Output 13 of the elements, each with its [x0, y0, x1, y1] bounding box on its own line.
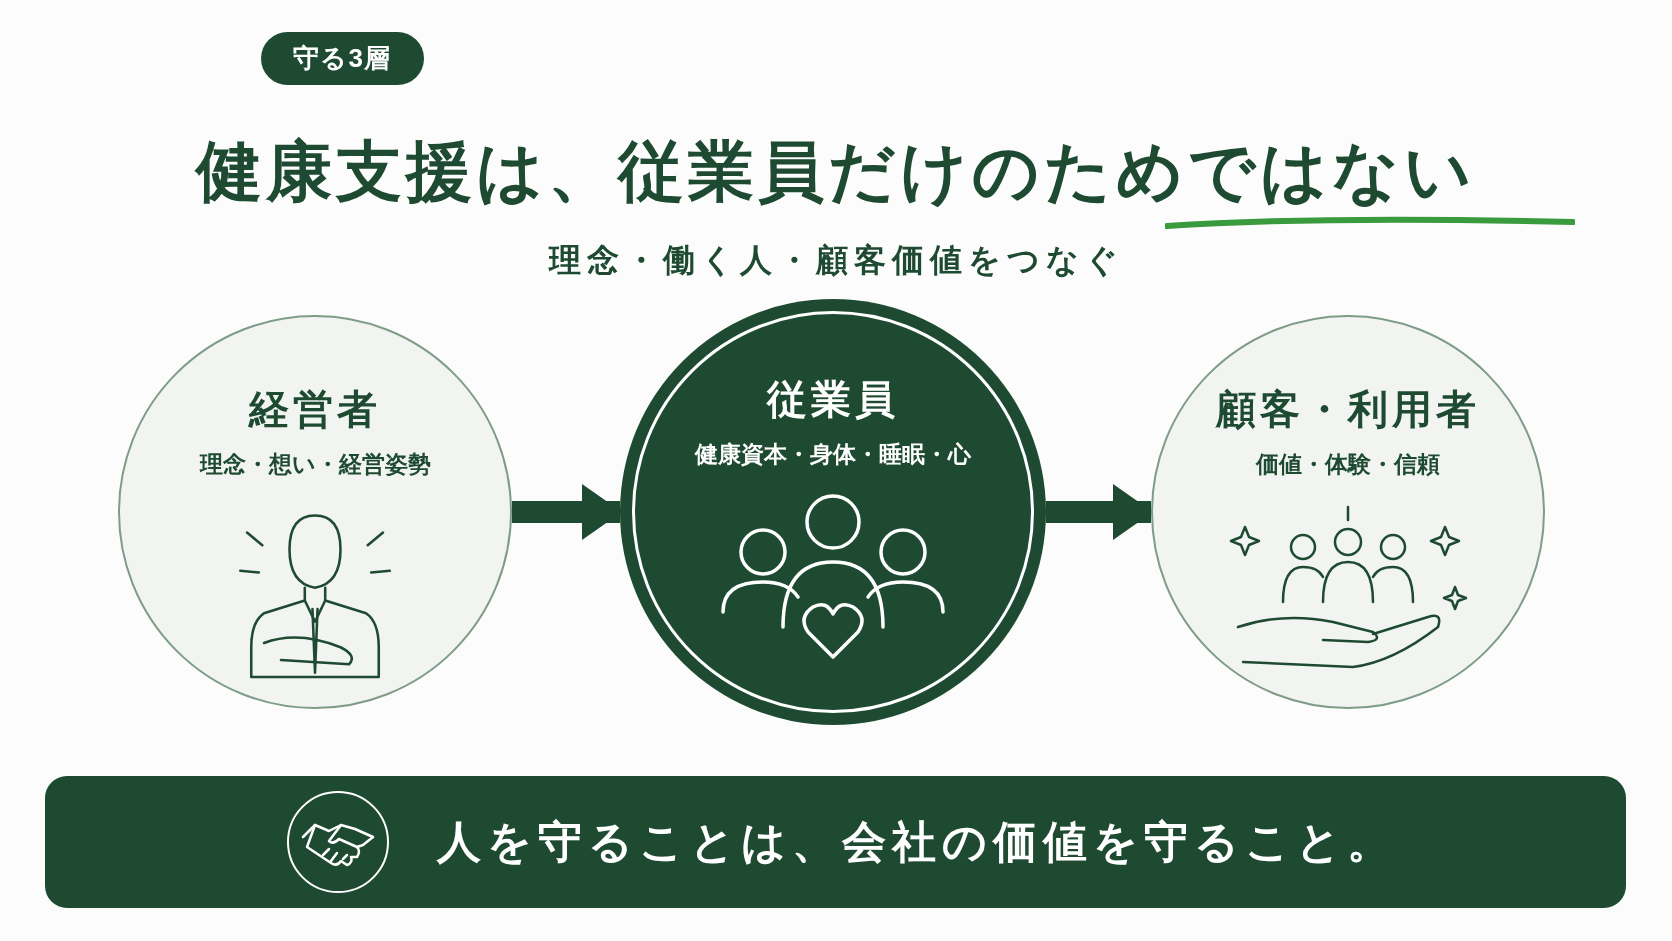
subtitle: 理念・働く人・顧客価値をつなぐ: [547, 241, 1125, 280]
message-banner: [45, 776, 1626, 908]
circle-heading: 顧客・利用者: [1216, 386, 1480, 433]
title: 健康支援は、従業員だけのためではない: [193, 133, 1477, 210]
circle-subtext: 理念・想い・経営姿勢: [199, 450, 431, 479]
arrow: [1046, 484, 1153, 540]
arrow: [512, 484, 622, 540]
circle-subtext: 健康資本・身体・睡眠・心: [695, 440, 971, 469]
circle-heading: 従業員: [767, 376, 899, 423]
banner-message: 人を守ることは、会社の価値を守ること。: [437, 816, 1397, 868]
circle-subtext: 価値・体験・信頼: [1256, 450, 1440, 479]
tag-pill: 守る3層: [261, 32, 424, 85]
circle-heading: 経営者: [249, 386, 381, 433]
